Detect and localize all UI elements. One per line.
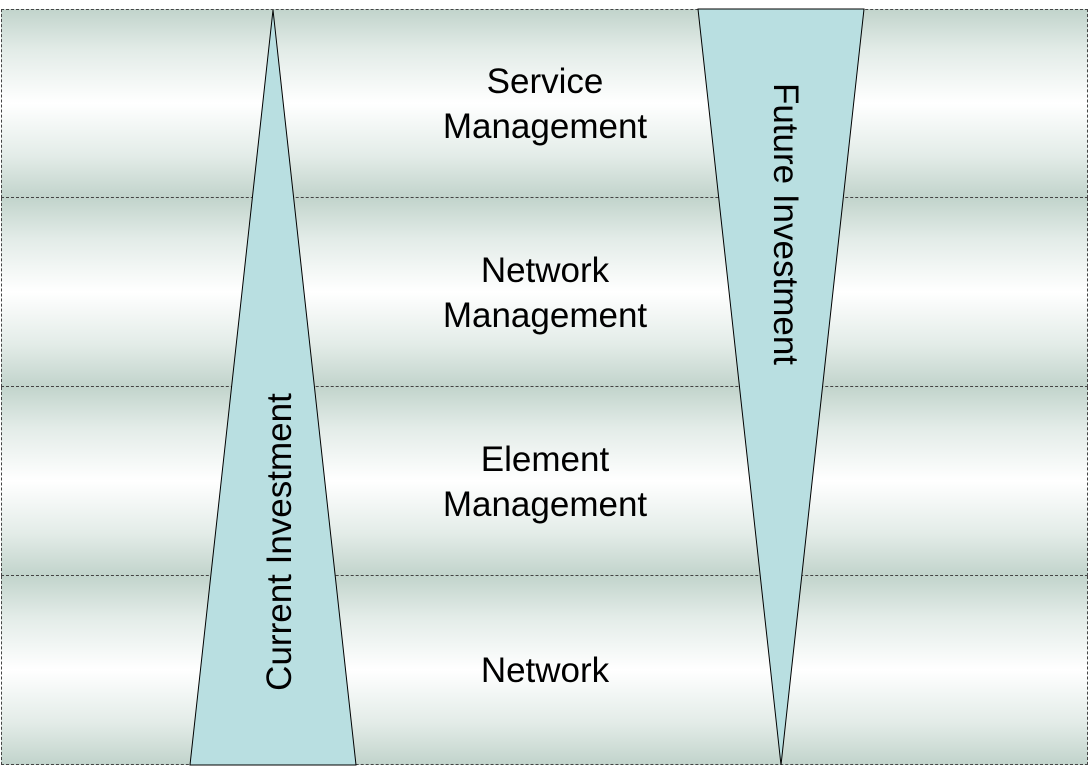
element-management-label-line2: Management — [442, 485, 648, 524]
future-investment-triangle — [697, 8, 865, 766]
network-management-label: Network Management — [405, 248, 685, 338]
network-management-label-line1: Network — [480, 251, 610, 290]
network-label: Network — [405, 648, 685, 693]
service-management-label: Service Management — [405, 59, 685, 149]
service-management-layer — [1, 9, 1088, 198]
element-management-label: Element Management — [405, 437, 685, 527]
current-investment-triangle — [189, 9, 357, 766]
current-investment-label: Current Investment — [260, 393, 299, 691]
service-management-label-line2: Management — [442, 107, 648, 146]
future-investment-label: Future Investment — [766, 82, 805, 366]
element-management-label-line1: Element — [480, 440, 610, 479]
network-management-layer — [1, 198, 1088, 387]
service-management-label-line1: Service — [486, 62, 604, 101]
network-management-label-line2: Management — [442, 296, 648, 335]
network-layer — [1, 576, 1088, 765]
network-label-line1: Network — [480, 651, 610, 690]
element-management-layer — [1, 387, 1088, 576]
